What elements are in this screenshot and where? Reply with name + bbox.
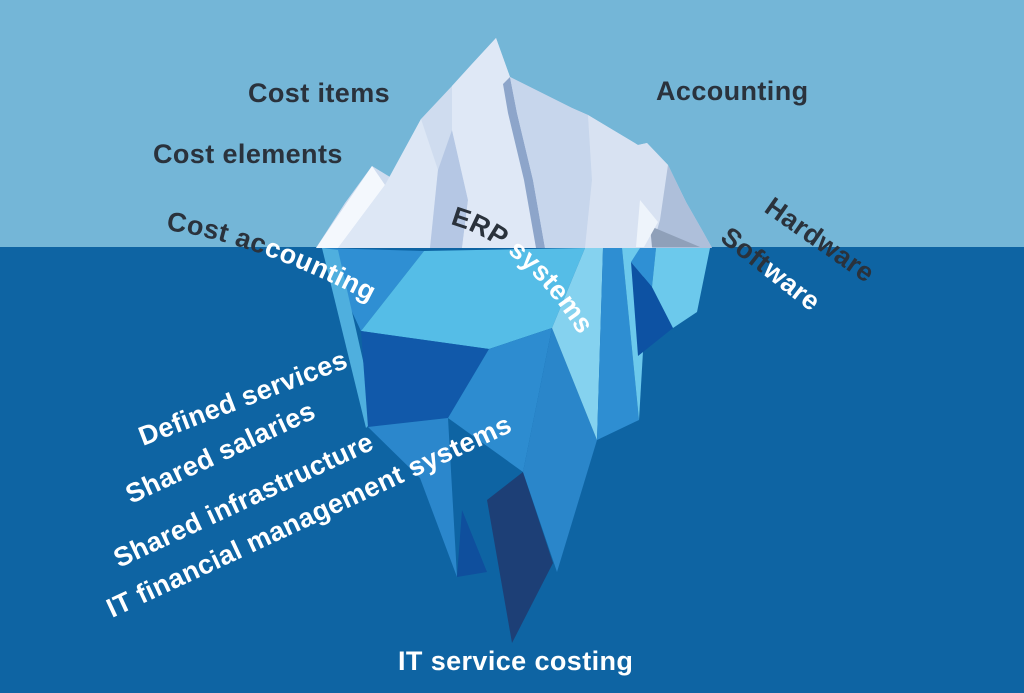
iceberg-facet: [652, 165, 712, 248]
label-cost-items: Cost items: [248, 78, 390, 108]
iceberg-facet: [487, 472, 553, 643]
iceberg-facet: [361, 248, 585, 349]
iceberg-facet: [631, 248, 656, 287]
iceberg-facet: [457, 510, 487, 577]
label-it-service-costing: IT service costing: [398, 646, 633, 676]
label-cost-elements: Cost elements: [153, 139, 343, 169]
iceberg-facet: [316, 166, 385, 248]
iceberg-facet: [523, 328, 597, 572]
iceberg-facet: [650, 226, 700, 247]
iceberg-facet: [636, 200, 658, 247]
iceberg-facet: [552, 248, 603, 440]
iceberg-facet: [631, 262, 673, 356]
iceberg-facet: [452, 38, 545, 248]
iceberg-facet: [448, 328, 552, 472]
label-accounting: Accounting: [656, 76, 809, 106]
iceberg-facet: [322, 248, 376, 428]
iceberg-facet: [503, 77, 545, 248]
iceberg-facet: [510, 77, 592, 248]
iceberg-above-water: [316, 38, 712, 248]
iceberg-facet: [430, 130, 468, 248]
iceberg-facet: [322, 248, 424, 331]
iceberg-facet: [361, 331, 489, 427]
iceberg-facet: [338, 119, 438, 248]
iceberg-facet: [652, 248, 710, 328]
iceberg-below-water: [322, 248, 710, 643]
iceberg-facet: [597, 248, 639, 440]
iceberg-facet: [368, 418, 457, 577]
